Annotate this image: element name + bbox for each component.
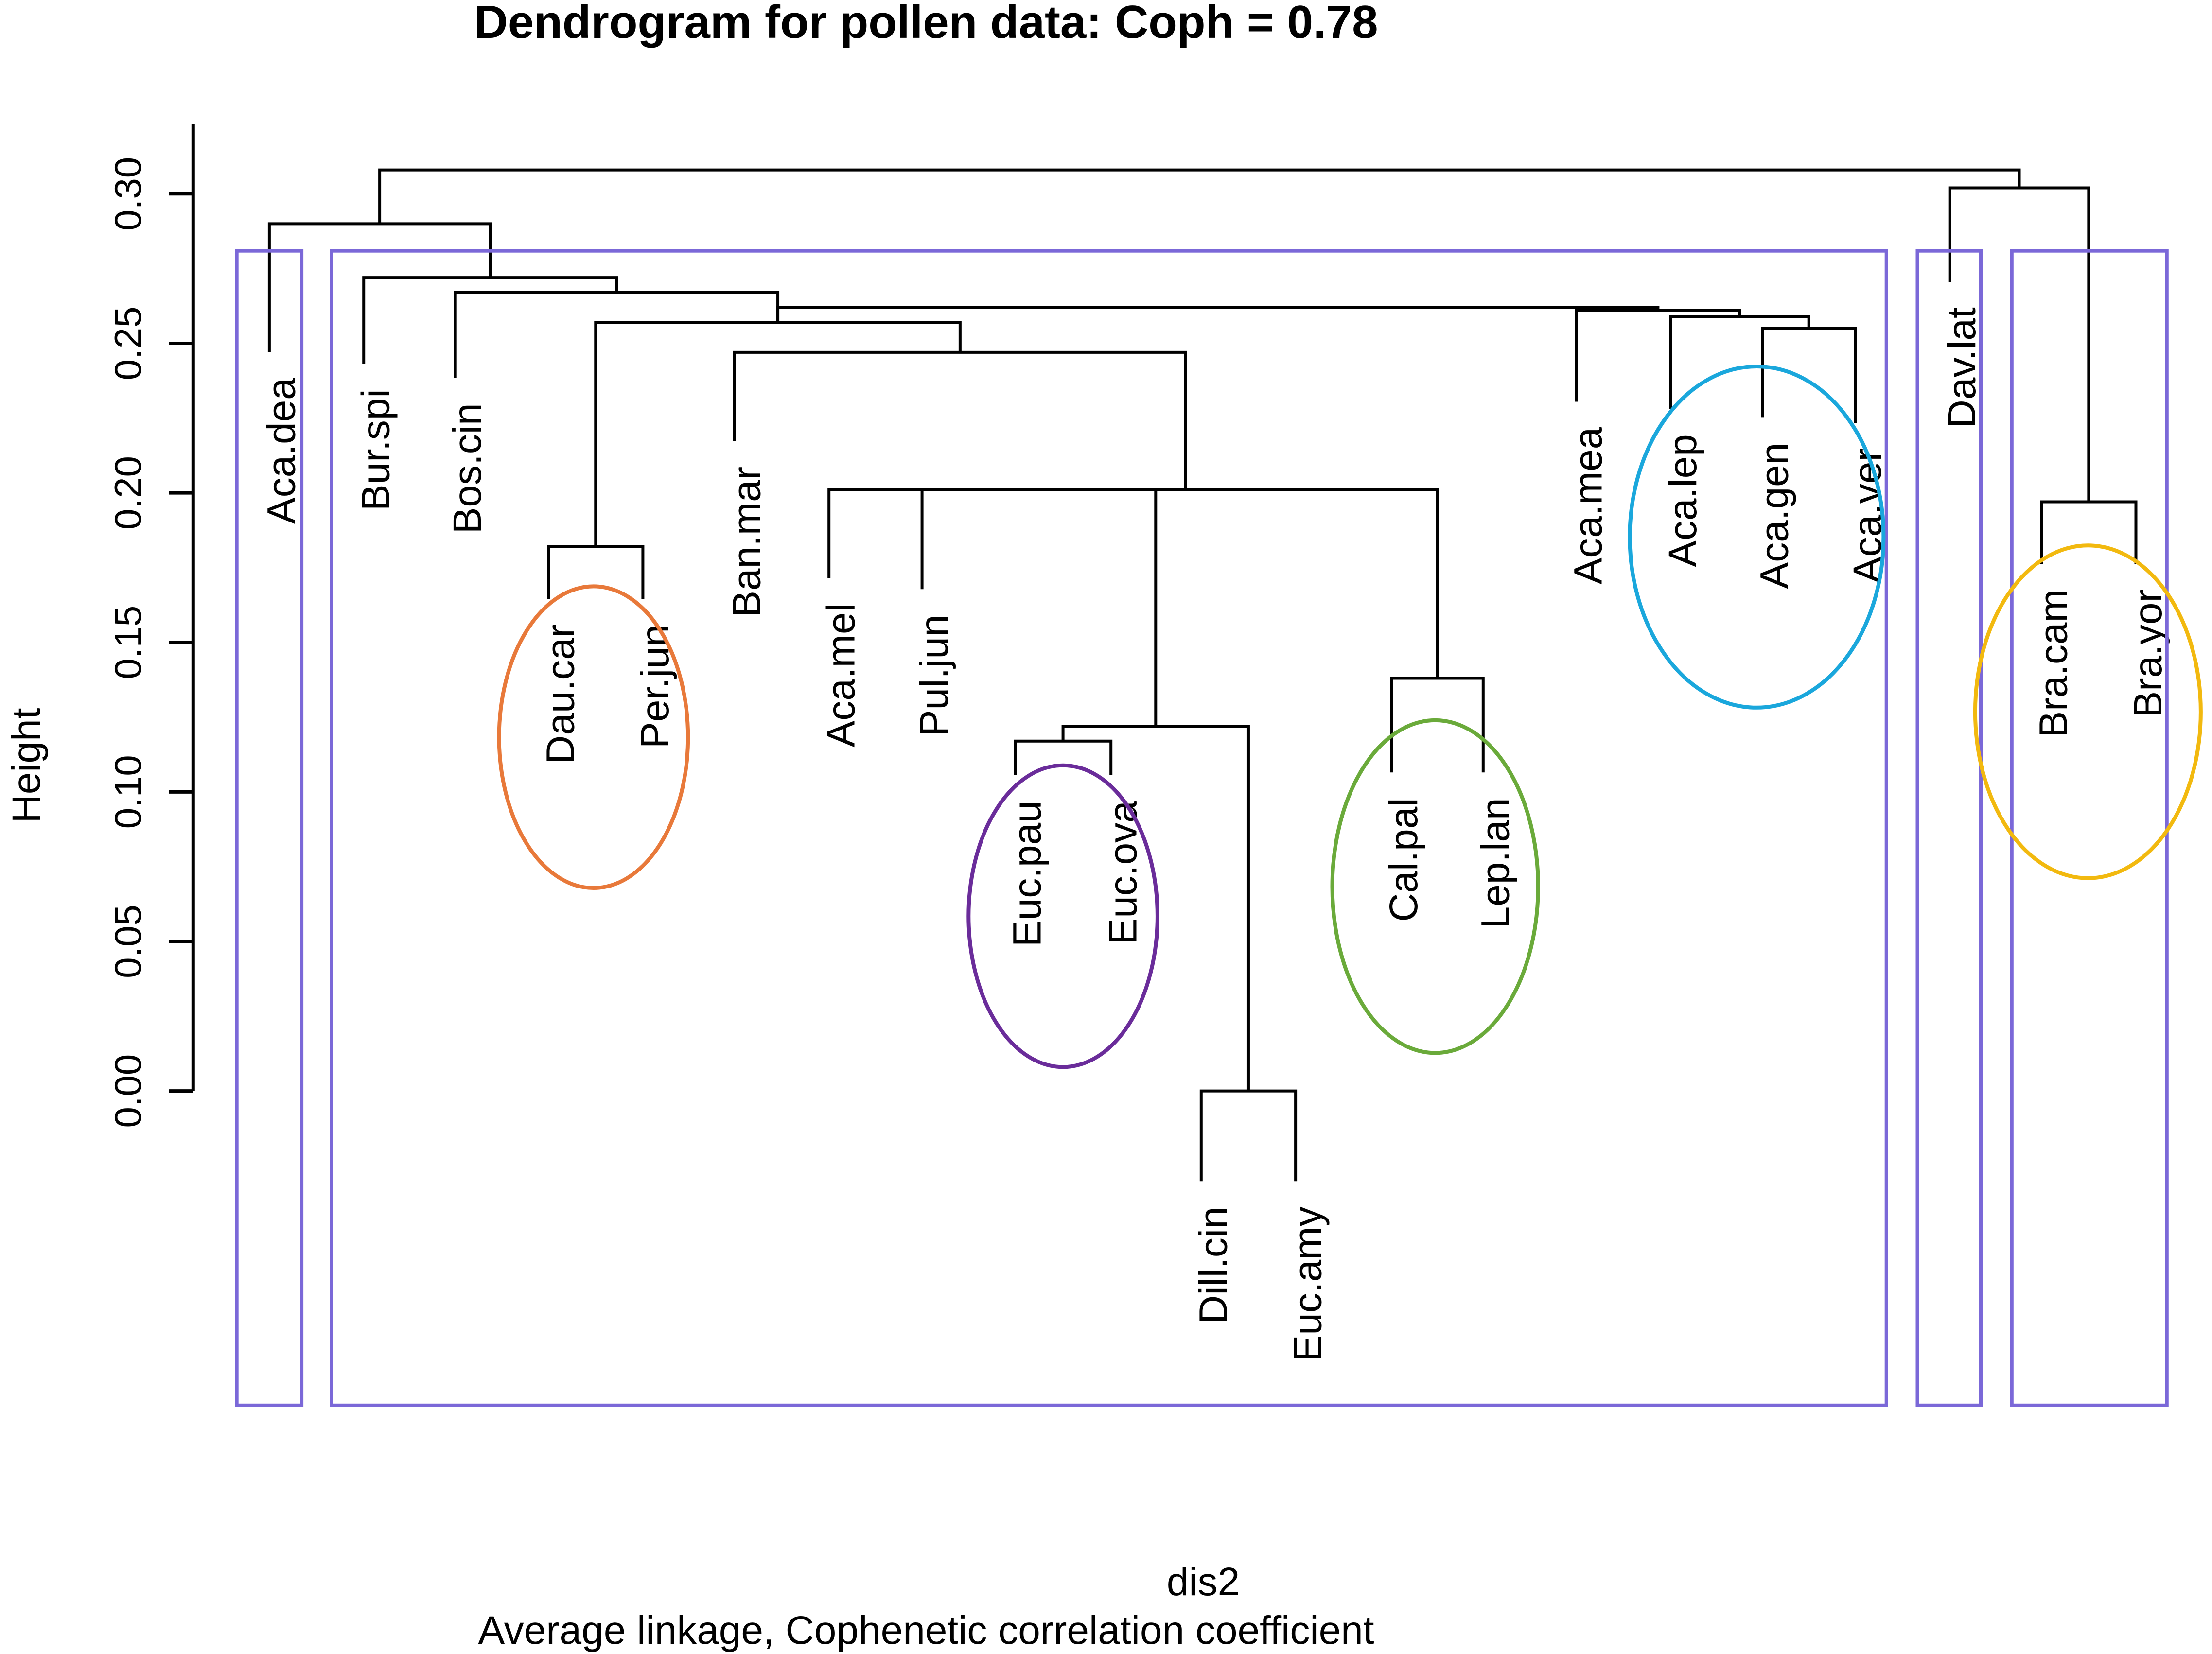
x-axis-subtitle: Average linkage, Cophenetic correlation … <box>478 1608 1374 1653</box>
dendrogram-branches <box>267 168 2138 1182</box>
dendrogram-branch <box>454 291 780 378</box>
y-axis-title: Height <box>4 708 49 823</box>
leaf-label: Ban.mar <box>724 467 769 617</box>
leaf-label: Cal.pal <box>1382 798 1426 922</box>
dendrogram-branch <box>920 488 1158 726</box>
leaf-label: Dau.car <box>539 625 583 764</box>
y-tick-label: 0.20 <box>106 456 149 530</box>
cluster-box <box>1915 249 1983 1407</box>
leaf-label: Aca.gen <box>1752 443 1796 589</box>
y-axis: 0.00 0.05 0.10 0.15 0.20 0.25 0.30 <box>106 124 195 1128</box>
cluster-ellipse <box>1330 718 1540 1055</box>
dendrogram-branch <box>1390 677 1485 773</box>
leaf-label: Euc.amy <box>1286 1206 1330 1361</box>
dendrogram-branch <box>378 168 2021 224</box>
leaf-label: Bos.cin <box>445 403 490 534</box>
dendrogram-branch <box>1061 724 1250 1091</box>
dendrogram-branch <box>1014 739 1113 775</box>
leaf-label: Dav.lat <box>1940 307 1984 428</box>
leaf-label: Bra.cam <box>2032 589 2076 737</box>
leaf-label: Pul.jun <box>912 614 956 736</box>
cluster-ellipse <box>966 763 1159 1069</box>
dendrogram-branch <box>1199 1089 1298 1182</box>
y-tick-label: 0.05 <box>106 905 149 978</box>
cluster-ellipse <box>1628 365 1886 710</box>
dendrogram-branch <box>1761 327 1857 423</box>
cluster-box <box>235 249 304 1407</box>
x-axis-title: dis2 <box>1167 1560 1240 1604</box>
y-tick-label: 0.15 <box>106 606 149 679</box>
cluster-ellipse <box>497 584 690 890</box>
leaf-label: Aca.mel <box>819 603 863 747</box>
dendrogram-branch <box>547 545 645 599</box>
dendrogram-branch <box>594 321 962 547</box>
chart-title: Dendrogram for pollen data: Coph = 0.78 <box>474 0 1378 48</box>
cluster-ellipse <box>1973 543 2203 880</box>
leaf-label: Lep.lan <box>1473 798 1517 928</box>
leaf-label: Dill.cin <box>1191 1206 1235 1323</box>
dendrogram-branch <box>827 488 1039 578</box>
dendrogram-branch <box>2040 500 2138 564</box>
dendrogram-branch <box>362 276 618 364</box>
dendrogram-branch <box>1575 309 1741 402</box>
leaf-label: Aca.mea <box>1566 427 1611 584</box>
dendrogram-branch <box>934 488 1439 679</box>
y-tick-label: 0.25 <box>106 307 149 381</box>
leaf-label: Bra.yor <box>2126 589 2170 717</box>
leaf-label: Euc.pau <box>1005 801 1049 947</box>
dendrogram-branch <box>733 350 1187 490</box>
y-tick-label: 0.10 <box>106 755 149 829</box>
leaf-label: Aca.lep <box>1661 434 1705 567</box>
y-tick-label: 0.00 <box>106 1054 149 1128</box>
leaf-label: Aca.dea <box>259 378 303 524</box>
cluster-boxes <box>235 249 2169 1407</box>
cluster-ellipses <box>497 365 2203 1069</box>
cluster-box <box>330 249 1888 1407</box>
dendrogram-branch <box>1669 315 1810 409</box>
leaf-label: Bur.spi <box>354 389 398 511</box>
leaf-label: Per.jun <box>633 625 677 749</box>
dendrogram-branch <box>776 306 1660 323</box>
y-tick-label: 0.30 <box>106 157 149 231</box>
dendrogram-branch <box>1948 186 2090 502</box>
